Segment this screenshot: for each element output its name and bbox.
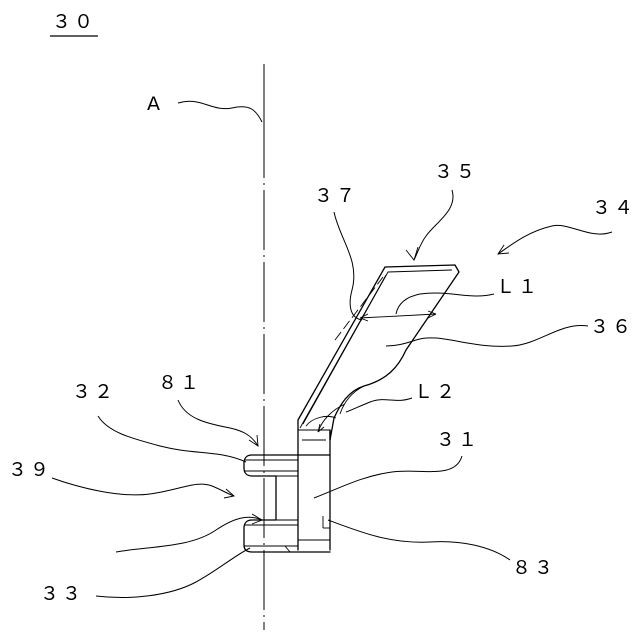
arrowhead-notch (252, 514, 262, 524)
leader-37 (334, 212, 362, 320)
label-39: ３９ (8, 459, 52, 481)
leader-35 (414, 190, 453, 260)
figure-number: ３０ (52, 11, 96, 33)
leader-l1 (396, 293, 494, 314)
leader-81 (178, 400, 258, 446)
leader-31 (314, 456, 462, 498)
label-83: ８３ (512, 557, 556, 579)
label-l2: Ｌ２ (414, 381, 458, 403)
leader-83 (328, 520, 510, 560)
base-part-32-33 (244, 455, 330, 552)
label-31: ３１ (436, 429, 480, 451)
leader-a (178, 101, 262, 122)
label-l1: Ｌ１ (496, 276, 540, 298)
axis-label-a: A (147, 93, 163, 115)
leader-notch (116, 517, 262, 552)
dimension-l1 (360, 311, 436, 321)
label-33: ３３ (40, 583, 84, 605)
leader-32 (98, 416, 246, 462)
label-36: ３６ (590, 316, 634, 338)
label-35: ３５ (434, 161, 478, 183)
dimension-l2 (318, 404, 345, 432)
label-81: ８１ (158, 372, 202, 394)
label-32: ３２ (72, 381, 116, 403)
leader-34 (498, 225, 612, 254)
stem-part-31 (298, 430, 330, 550)
label-34: ３４ (592, 197, 636, 219)
leader-33 (96, 548, 250, 597)
label-37: ３７ (314, 185, 358, 207)
arrowhead-35 (406, 247, 418, 260)
blade-part-34 (298, 265, 459, 440)
leader-l2 (346, 398, 412, 412)
leader-39 (52, 478, 234, 496)
